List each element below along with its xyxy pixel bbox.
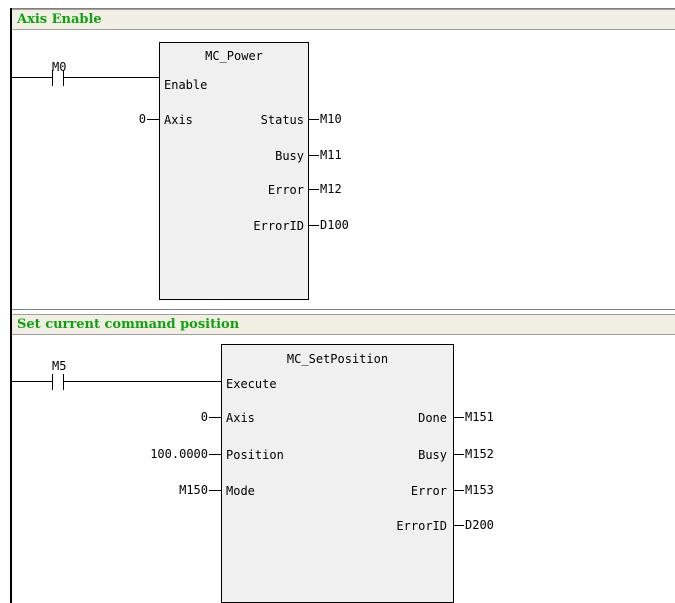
done-output-wire: [454, 417, 464, 418]
busy-output-value[interactable]: M152: [465, 447, 494, 461]
pin-error: Error: [410, 484, 447, 498]
mc-power-block[interactable]: MC_Power Enable Axis Status Busy Error E…: [159, 42, 309, 300]
pin-done: Done: [418, 411, 447, 425]
error-output-value[interactable]: M12: [320, 182, 342, 196]
contact-m5-label: M5: [52, 359, 67, 373]
mc-setposition-block[interactable]: MC_SetPosition Execute Axis Position Mod…: [221, 344, 454, 603]
errorid-output-value[interactable]: D200: [465, 518, 494, 532]
pin-execute: Execute: [226, 377, 277, 391]
busy-output-wire: [454, 454, 464, 455]
errorid-output-wire: [309, 225, 319, 226]
pin-status: Status: [260, 113, 304, 127]
network-divider: [12, 309, 675, 310]
axis-input-value[interactable]: 0: [138, 112, 146, 126]
position-input-wire: [209, 454, 221, 455]
contact-m5[interactable]: [12, 374, 224, 390]
pin-enable: Enable: [164, 78, 208, 92]
error-output-value[interactable]: M153: [465, 483, 494, 497]
block-name: MC_SetPosition: [286, 352, 389, 366]
pin-position: Position: [226, 448, 284, 462]
mode-input-wire: [209, 490, 221, 491]
contact-m0[interactable]: [12, 70, 162, 86]
network-2-title: Set current command position: [17, 317, 240, 332]
pin-busy: Busy: [418, 448, 447, 462]
contact-m0-label: M0: [52, 60, 67, 74]
errorid-output-value[interactable]: D100: [320, 218, 349, 232]
network-1-header[interactable]: Axis Enable: [12, 9, 675, 30]
position-input-value[interactable]: 100.0000: [150, 447, 208, 461]
busy-output-value[interactable]: M11: [320, 148, 342, 162]
busy-output-wire: [309, 155, 319, 156]
pin-errorid: ErrorID: [396, 519, 447, 533]
mode-input-value[interactable]: M150: [179, 483, 208, 497]
left-power-rail: [10, 8, 12, 603]
editor-top-border: [10, 8, 675, 9]
error-output-wire: [309, 189, 319, 190]
pin-axis: Axis: [164, 113, 193, 127]
status-output-wire: [309, 119, 319, 120]
pin-axis: Axis: [226, 411, 255, 425]
pin-mode: Mode: [226, 484, 255, 498]
axis-input-wire: [209, 417, 221, 418]
pin-busy: Busy: [275, 149, 304, 163]
axis-input-value[interactable]: 0: [200, 410, 208, 424]
status-output-value[interactable]: M10: [320, 112, 342, 126]
errorid-output-wire: [454, 525, 464, 526]
error-output-wire: [454, 490, 464, 491]
done-output-value[interactable]: M151: [465, 410, 494, 424]
pin-errorid: ErrorID: [253, 219, 304, 233]
network-2-header[interactable]: Set current command position: [12, 314, 675, 335]
block-name: MC_Power: [205, 49, 263, 63]
axis-input-wire: [147, 119, 159, 120]
network-1-title: Axis Enable: [17, 12, 102, 27]
pin-error: Error: [267, 183, 304, 197]
